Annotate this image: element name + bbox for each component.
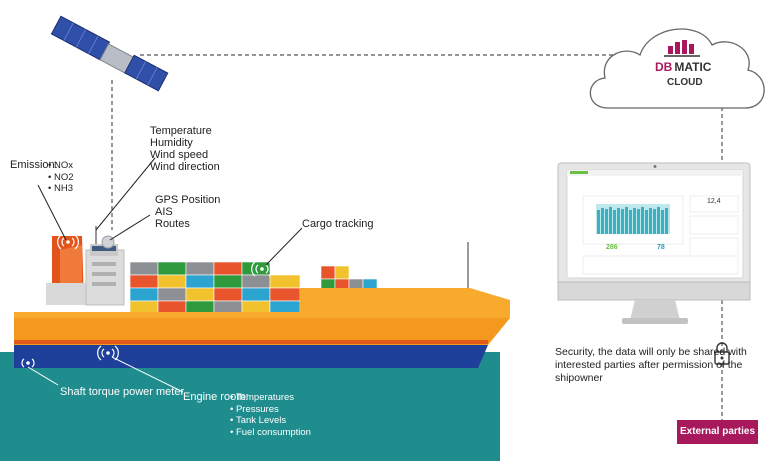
leader-lines bbox=[27, 157, 303, 393]
emission-label: Emission: bbox=[10, 159, 58, 171]
weather-line: Wind direction bbox=[150, 161, 220, 173]
gps-line: AIS bbox=[155, 206, 173, 218]
weather-line: Humidity bbox=[150, 137, 193, 149]
emission-item: NO2 bbox=[48, 172, 74, 184]
hull-bottom bbox=[14, 345, 488, 368]
engine-item: Fuel consumption bbox=[230, 427, 311, 439]
wifi-icon-shaft bbox=[21, 358, 35, 368]
wifi-icon-engine bbox=[97, 345, 119, 361]
lock-icon bbox=[714, 342, 730, 365]
security-line: interested parties after permission of t… bbox=[555, 359, 743, 371]
cargo-label: Cargo tracking bbox=[302, 218, 374, 230]
cloud-label: CLOUD bbox=[667, 77, 703, 88]
brand-db: DB bbox=[655, 60, 673, 74]
dashboard-value-left: 286 bbox=[606, 244, 618, 251]
engine-item: Pressures bbox=[230, 404, 311, 416]
satellite-icon bbox=[50, 15, 169, 92]
engine-item: Temperatures bbox=[230, 392, 311, 404]
security-line: Security, the data will only be shared w… bbox=[555, 346, 747, 358]
ship bbox=[14, 226, 510, 368]
engine-item: Tank Levels bbox=[230, 415, 311, 427]
dashboard-value-main: 12,4 bbox=[707, 198, 721, 205]
dashboard-value-right: 78 bbox=[657, 244, 665, 251]
gps-line: Routes bbox=[155, 218, 190, 230]
external-parties-box: External parties bbox=[677, 420, 758, 444]
security-line: shipowner bbox=[555, 372, 603, 384]
emission-list: NOx NO2 NH3 bbox=[48, 160, 74, 195]
wifi-icon-cargo bbox=[251, 261, 273, 277]
monitor-icon bbox=[557, 162, 751, 324]
engine-list: Temperatures Pressures Tank Levels Fuel … bbox=[230, 392, 311, 438]
wifi-icon-emission bbox=[57, 234, 79, 250]
sensor-icons bbox=[21, 234, 273, 368]
gps-line: GPS Position bbox=[155, 194, 221, 206]
hull bbox=[14, 318, 510, 345]
brand-matic: MATIC bbox=[674, 60, 712, 74]
weather-line: Temperature bbox=[150, 125, 212, 137]
emission-item: NH3 bbox=[48, 183, 74, 195]
emission-item: NOx bbox=[48, 160, 74, 172]
cloud-icon bbox=[589, 28, 765, 109]
radome bbox=[101, 235, 115, 249]
shaft-label: Shaft torque power meter bbox=[60, 386, 185, 398]
weather-line: Wind speed bbox=[150, 149, 209, 161]
bow-deck bbox=[300, 288, 510, 318]
